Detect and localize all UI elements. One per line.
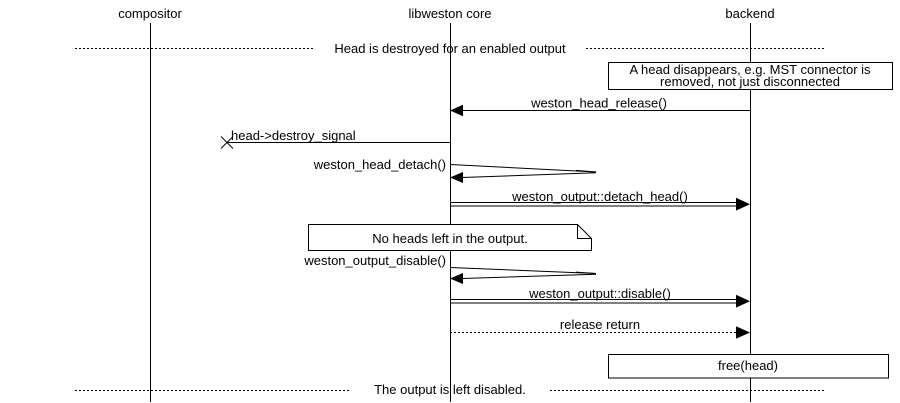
arrowhead-left-icon — [450, 104, 463, 117]
self-call-return-line — [461, 172, 597, 178]
note-line-1: No heads left in the output. — [372, 231, 527, 246]
message-label: weston_head_detach() — [313, 157, 446, 172]
arrowhead-left-icon — [450, 172, 463, 183]
message-weston-head-release: weston_head_release() — [450, 96, 750, 117]
message-label: release return — [560, 317, 640, 332]
divider-label: The output is left disabled. — [374, 382, 526, 397]
self-call-tip-icon — [575, 271, 597, 274]
message-head-destroy-signal: head->destroy_signal — [220, 128, 450, 149]
note-shape — [308, 224, 592, 251]
divider-label: Head is destroyed for an enabled output — [334, 41, 566, 56]
participant-label-compositor: compositor — [118, 6, 182, 21]
lost-message-cross-icon — [220, 136, 234, 149]
note-line-1: A head disappears, e.g. MST connector is — [629, 62, 871, 77]
divider-output-left-disabled: The output is left disabled. — [75, 382, 826, 397]
note-fold-icon — [577, 224, 592, 239]
self-call-out-line — [449, 164, 597, 173]
arrowhead-right-icon — [736, 326, 750, 339]
action-box — [608, 354, 889, 379]
participant-labels: compositor libweston core backend — [118, 6, 774, 21]
note-line-2: removed, not just disconnected — [660, 74, 840, 89]
message-weston-output-detach-head: weston_output::detach_head() — [450, 189, 750, 211]
message-weston-output-disable-call: weston_output::disable() — [450, 286, 750, 308]
note-box — [608, 62, 893, 90]
participant-label-backend: backend — [725, 6, 774, 21]
message-label: head->destroy_signal — [231, 128, 356, 143]
action-box-free-head: free(head) — [608, 354, 889, 379]
message-release-return: release return — [450, 317, 750, 339]
participant-label-libweston-core: libweston core — [408, 6, 491, 21]
divider-head-destroyed: Head is destroyed for an enabled output — [75, 41, 826, 56]
self-call-return-line — [461, 273, 597, 279]
message-label: weston_output::disable() — [528, 286, 671, 301]
self-call-tip-icon — [575, 169, 597, 173]
message-weston-head-detach: weston_head_detach() — [313, 157, 597, 183]
action-label: free(head) — [718, 358, 778, 373]
self-call-out-line — [449, 267, 597, 274]
arrowhead-right-icon — [736, 294, 750, 308]
message-label: weston_output_disable() — [303, 253, 446, 268]
message-label: weston_output::detach_head() — [511, 189, 688, 204]
arrowhead-right-icon — [736, 197, 750, 211]
note-no-heads-left: No heads left in the output. — [308, 224, 592, 251]
arrowhead-left-icon — [450, 273, 463, 284]
message-label: weston_head_release() — [530, 96, 667, 111]
note-head-disappears: A head disappears, e.g. MST connector is… — [608, 62, 893, 90]
message-weston-output-disable-self: weston_output_disable() — [303, 253, 597, 284]
